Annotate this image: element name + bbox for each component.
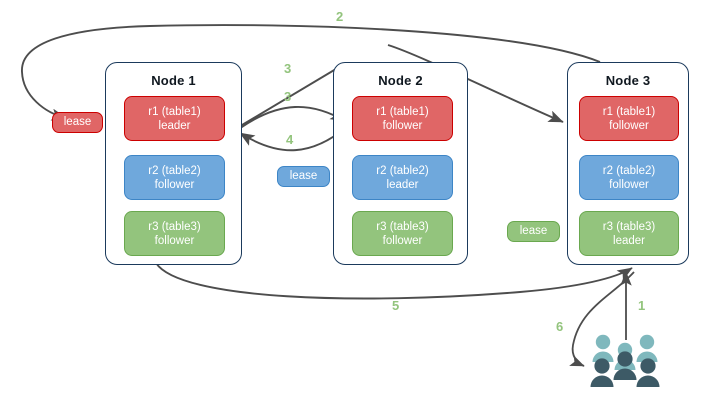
edge-label-5: 5 xyxy=(392,298,400,313)
replica-role: follower xyxy=(382,234,423,247)
replica-node2-r3[interactable]: r3 (table3) follower xyxy=(352,211,453,256)
replica-role: follower xyxy=(609,178,649,191)
edge-2-path xyxy=(21,24,601,121)
edge-5-path xyxy=(155,262,633,300)
replica-name: r2 (table2) xyxy=(602,164,656,177)
replica-name: r2 (table2) xyxy=(376,164,429,177)
edge-label-4: 4 xyxy=(286,132,294,147)
edge-label-3-lower: 3 xyxy=(284,89,292,104)
replica-role: follower xyxy=(609,119,649,132)
replica-node3-r3[interactable]: r3 (table3) leader xyxy=(579,211,679,256)
edge-4-arc-path xyxy=(239,125,349,152)
replica-role: leader xyxy=(158,119,191,132)
replica-name: r3 (table3) xyxy=(602,220,656,233)
replica-node2-r1[interactable]: r1 (table1) follower xyxy=(352,96,453,141)
edge-label-6: 6 xyxy=(556,319,564,334)
users-group-icon xyxy=(590,334,660,387)
replica-role: follower xyxy=(154,178,195,191)
replica-role: follower xyxy=(382,119,423,132)
replica-name: r1 (table1) xyxy=(376,105,429,118)
lease-badge-blue[interactable]: lease xyxy=(277,166,330,187)
replica-name: r3 (table3) xyxy=(148,220,201,233)
replica-node1-r1[interactable]: r1 (table1) leader xyxy=(124,96,225,141)
replica-name: r1 (table1) xyxy=(148,105,201,118)
replica-role: leader xyxy=(386,178,419,191)
edge-label-1: 1 xyxy=(638,298,646,313)
replica-node3-r2[interactable]: r2 (table2) follower xyxy=(579,155,679,200)
node-title-3: Node 3 xyxy=(605,73,651,88)
replica-name: r3 (table3) xyxy=(376,220,429,233)
node-container-1[interactable]: Node 1 r1 (table1) leader r2 (table2) fo… xyxy=(105,62,242,265)
replica-node1-r2[interactable]: r2 (table2) follower xyxy=(124,155,225,200)
lease-badge-green[interactable]: lease xyxy=(507,221,560,242)
node-container-3[interactable]: Node 3 r1 (table1) follower r2 (table2) … xyxy=(567,62,689,265)
replica-role: follower xyxy=(154,234,195,247)
node-title-1: Node 1 xyxy=(151,73,196,88)
replica-role: leader xyxy=(613,234,645,247)
replica-node1-r3[interactable]: r3 (table3) follower xyxy=(124,211,225,256)
edge-label-3-upper: 3 xyxy=(284,61,292,76)
replica-name: r1 (table1) xyxy=(602,105,656,118)
lease-badge-red[interactable]: lease xyxy=(52,112,103,133)
node-title-2: Node 2 xyxy=(378,73,423,88)
replica-node2-r2[interactable]: r2 (table2) leader xyxy=(352,155,453,200)
edge-3-upper-path xyxy=(236,62,347,129)
node-container-2[interactable]: Node 2 r1 (table1) follower r2 (table2) … xyxy=(333,62,468,265)
replica-node3-r1[interactable]: r1 (table1) follower xyxy=(579,96,679,141)
edge-label-2: 2 xyxy=(336,9,344,24)
replica-name: r2 (table2) xyxy=(148,164,201,177)
edge-6-path xyxy=(569,271,635,367)
